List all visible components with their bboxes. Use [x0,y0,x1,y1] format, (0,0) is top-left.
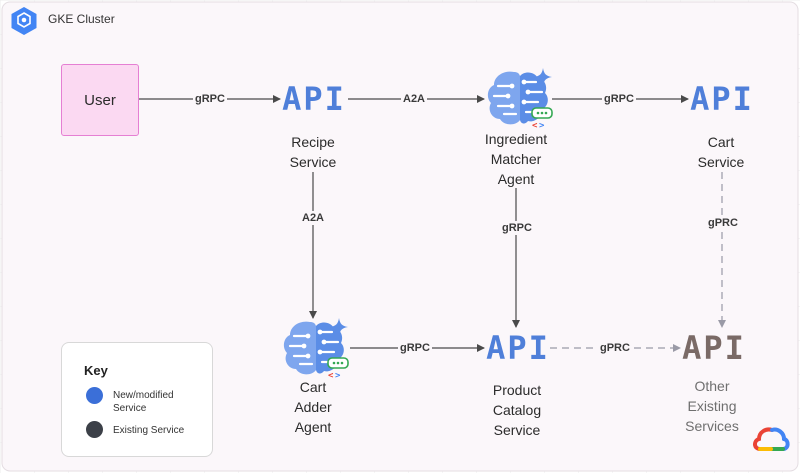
svg-text:>: > [335,371,341,380]
edge-label-recipe-to-cart-adder: A2A [300,211,327,225]
cluster-title: GKE Cluster [48,12,115,26]
edge-label-catalog-to-other: gPRC [598,341,632,355]
legend-existing-service-label: Existing Service [113,425,185,436]
google-cloud-logo-icon [753,427,790,451]
product-catalog-service-label: Product Catalog Service [492,382,542,438]
edge-label-cart-to-other: gPRC [706,216,740,230]
legend-new-service-label: New/modified Service [113,390,174,414]
edge-label-cart-adder-to-catalog: gRPC [398,341,432,355]
cart-service-label: Cart Service [697,134,745,170]
edge-label-ingredient-to-cart: gRPC [602,92,636,106]
recipe-service-api-icon: API [282,80,346,118]
user-label: User [84,91,116,109]
cart-service-api-icon: API [690,80,754,118]
recipe-service-label: Recipe Service [289,134,337,170]
other-existing-api-icon: API [682,329,746,367]
ingredient-matcher-agent-label: Ingredient Matcher Agent [484,131,548,187]
svg-text:>: > [539,121,545,130]
svg-text:<: < [328,371,334,380]
agent-brain-icon: < > [283,318,349,380]
edge-label-user-to-recipe: gRPC [193,92,227,106]
legend-existing-service-swatch [86,421,103,438]
svg-text:<: < [532,121,538,130]
edge-label-recipe-to-ingredient: A2A [401,92,428,106]
gke-hexagon-icon [11,7,37,35]
agent-brain-icon: < > [487,68,553,130]
edge-label-ingredient-to-catalog: gRPC [500,221,534,235]
product-catalog-api-icon: API [486,329,550,367]
legend-title: Key [84,363,108,378]
other-existing-services-label: Other Existing Services [685,378,739,434]
cart-adder-agent-label: Cart Adder Agent [294,379,332,435]
legend-new-service-swatch [86,387,103,404]
user-node[interactable]: User [61,64,139,136]
